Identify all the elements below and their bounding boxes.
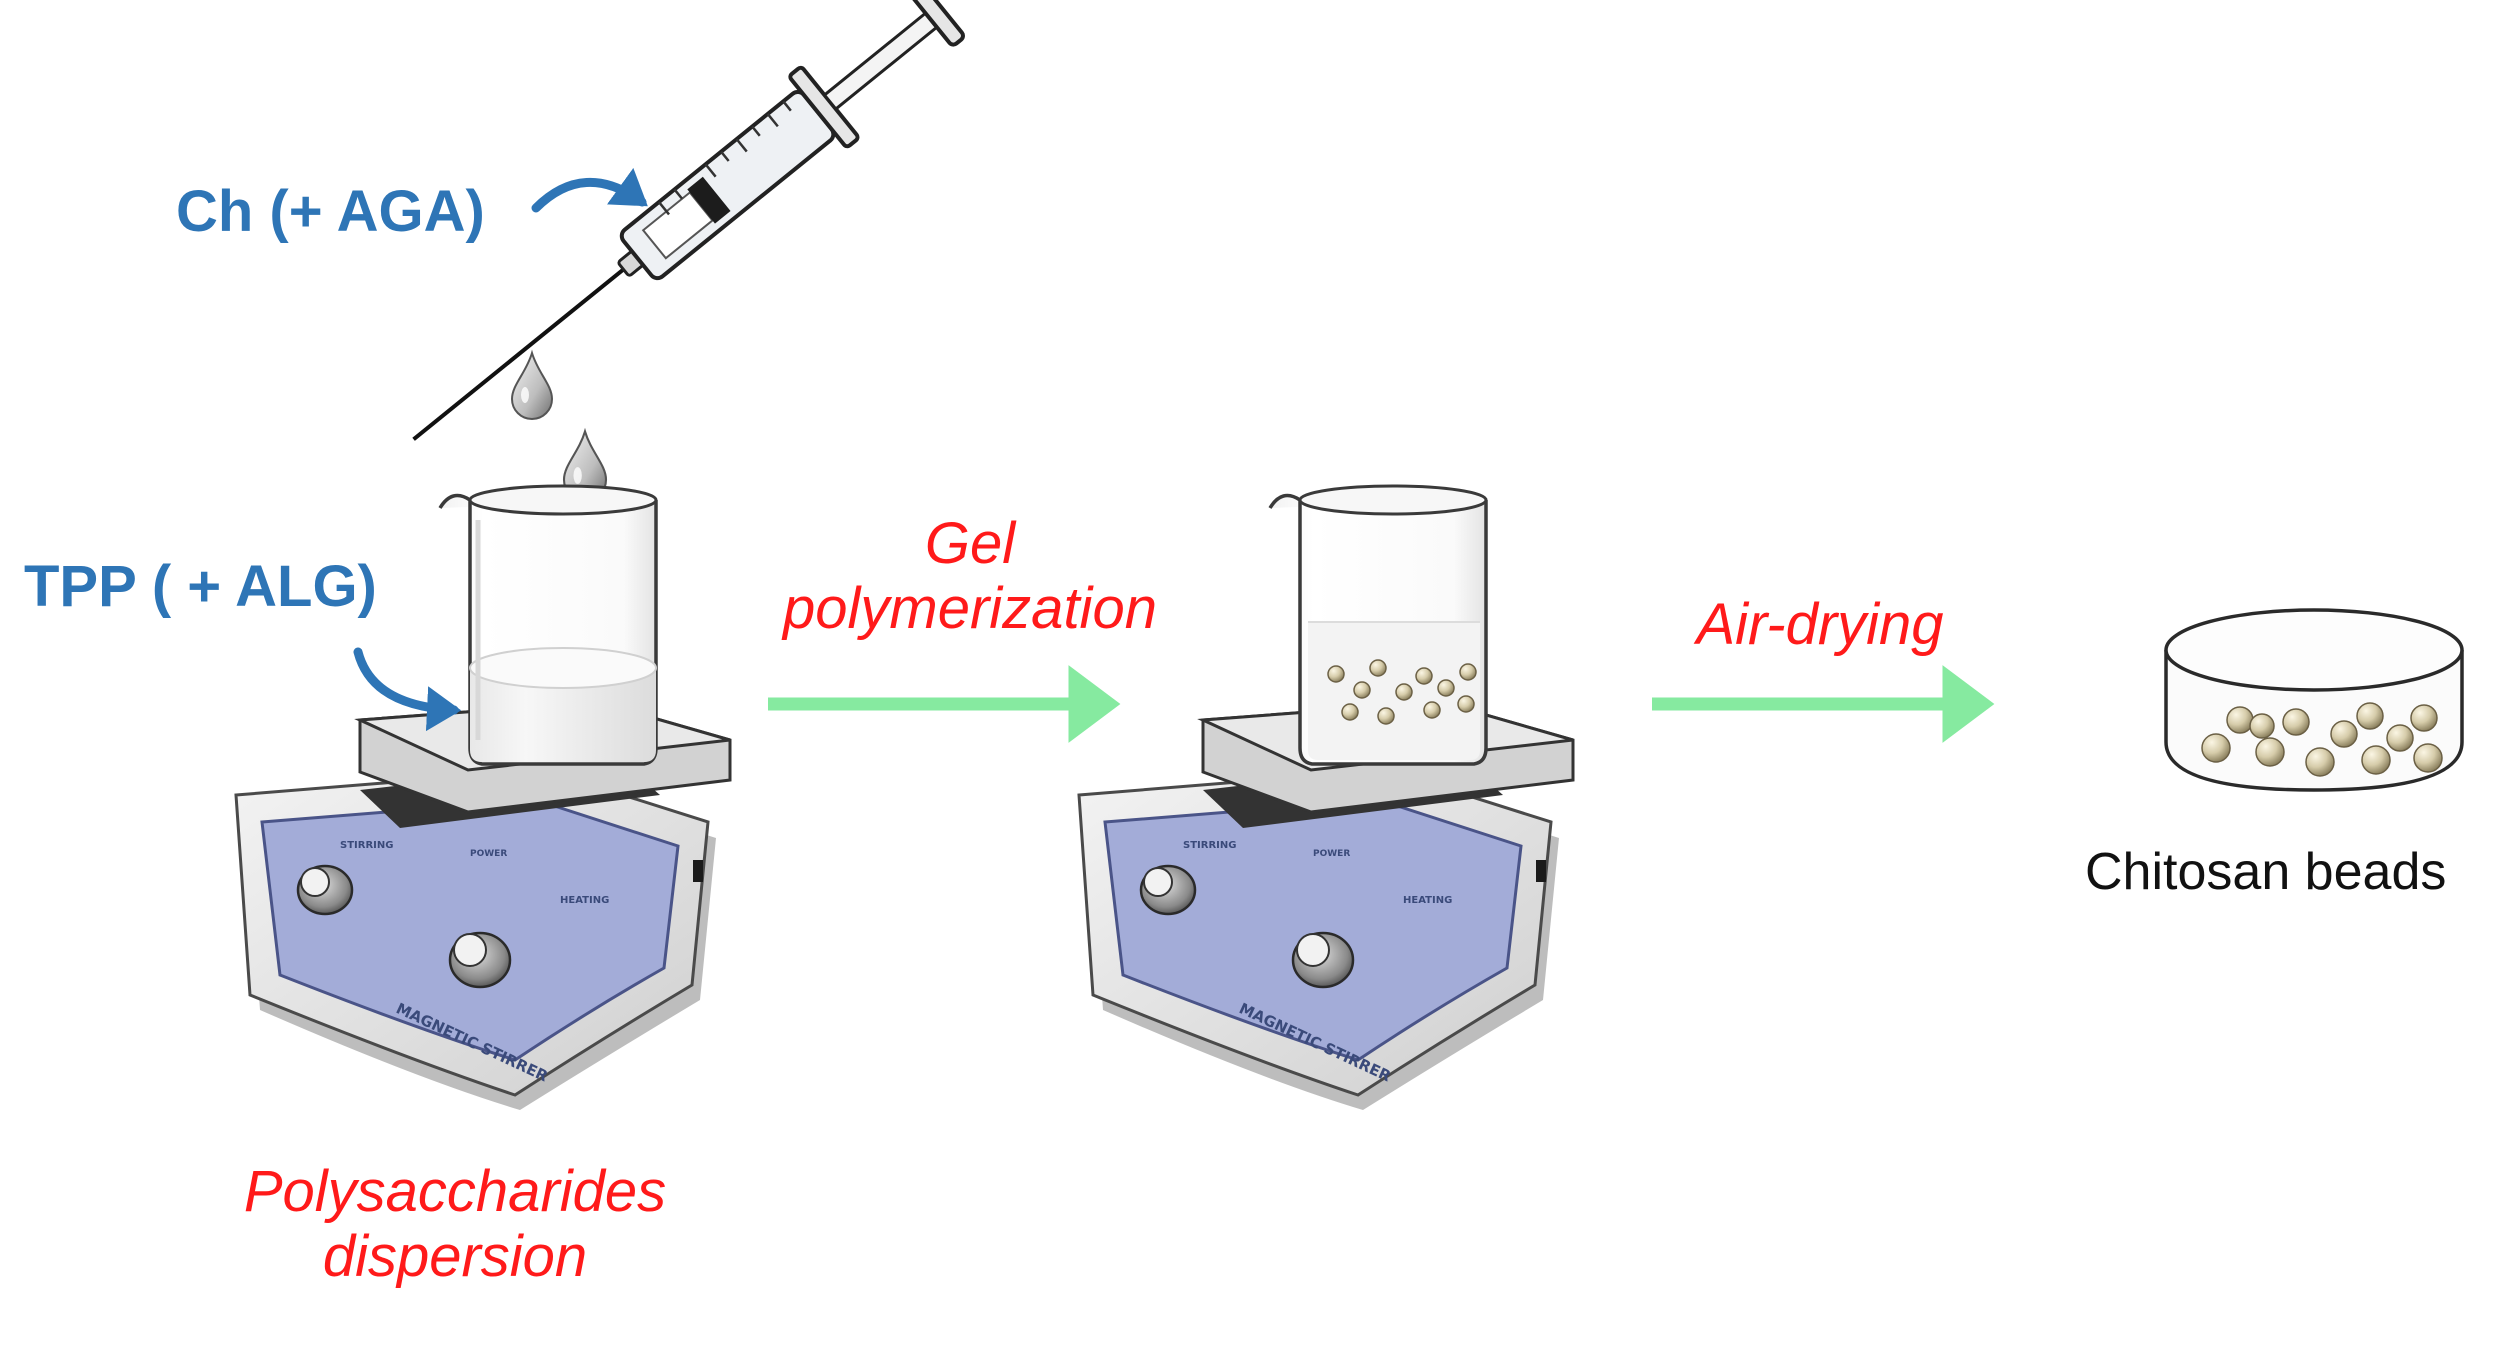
step-label-air-drying: Air-drying bbox=[1696, 592, 1944, 657]
syringe-icon bbox=[412, 0, 965, 441]
bead-icon bbox=[2201, 702, 2443, 777]
ch-reagent-arrow bbox=[531, 167, 648, 213]
panel-power-label: POWER bbox=[1313, 849, 1350, 859]
bead-icon bbox=[1327, 659, 1477, 725]
panel-power-label: POWER bbox=[470, 849, 507, 859]
reagent-label-ch: Ch (+ AGA) bbox=[176, 179, 485, 244]
step-label-line: polymerization bbox=[783, 575, 1157, 641]
product-label: Chitosan beads bbox=[2085, 843, 2447, 901]
stirring-knob bbox=[1139, 864, 1197, 916]
power-switch bbox=[693, 860, 703, 882]
panel-knob-label: STIRRING bbox=[1183, 840, 1236, 851]
step-label-line: Polysaccharides bbox=[243, 1159, 667, 1224]
heating-knob bbox=[1291, 931, 1355, 989]
heating-knob bbox=[448, 931, 512, 989]
step-label-line: Gel bbox=[924, 511, 1016, 576]
step-label-gel-polymerization: Gel polymerization bbox=[700, 511, 1240, 642]
panel-knob-label: STIRRING bbox=[340, 840, 393, 851]
beaker-icon bbox=[1268, 484, 1488, 766]
panel-knob-label: HEATING bbox=[560, 895, 609, 906]
beaker-liquid bbox=[1308, 622, 1480, 760]
petri-dish-icon bbox=[2164, 608, 2464, 792]
beaker-icon bbox=[438, 484, 658, 766]
step-label-line: dispersion bbox=[322, 1223, 588, 1289]
control-panel bbox=[1103, 798, 1523, 1062]
control-panel bbox=[260, 798, 680, 1062]
droplet-icon bbox=[510, 349, 554, 420]
panel-knob-label: HEATING bbox=[1403, 895, 1452, 906]
beaker-liquid bbox=[470, 668, 656, 762]
step-label-dispersion: Polysaccharides dispersion bbox=[205, 1159, 705, 1290]
tpp-reagent-arrow bbox=[353, 647, 462, 732]
stirring-knob bbox=[296, 864, 354, 916]
reagent-label-tpp: TPP ( + ALG) bbox=[24, 554, 377, 619]
power-switch bbox=[1536, 860, 1546, 882]
